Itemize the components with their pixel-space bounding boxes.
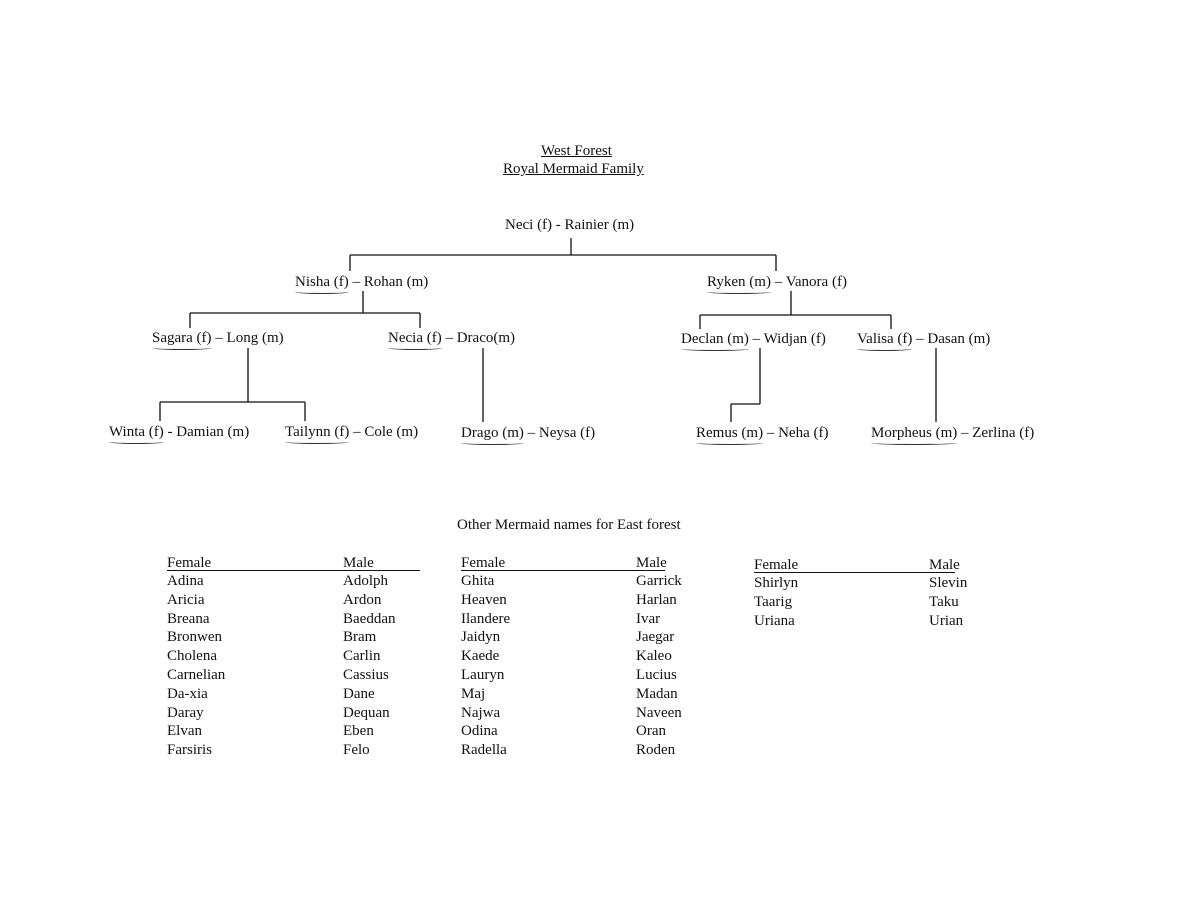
bloodline-name: Nisha (f) xyxy=(295,274,349,294)
male-name-item: Urian xyxy=(929,612,964,629)
male-column-header: Male xyxy=(636,555,667,571)
female-name-item: Radella xyxy=(461,742,507,759)
female-name-item: Bronwen xyxy=(167,629,222,646)
male-name-item: Adolph xyxy=(343,573,388,589)
male-name-item: Dequan xyxy=(343,704,390,721)
document-title-line1: West Forest xyxy=(541,143,612,159)
male-name-item: Jaegar xyxy=(636,629,675,646)
female-name-item: Odina xyxy=(461,723,498,740)
tree-root-couple: Neci (f) - Rainier (m) xyxy=(505,217,635,233)
female-name-item: Farsiris xyxy=(167,742,212,759)
bloodline-name: Drago (m) xyxy=(461,425,524,445)
female-column-header: Female xyxy=(461,555,506,571)
female-name-item: Cholena xyxy=(167,648,217,665)
female-column-header: Female xyxy=(167,555,212,571)
male-name-item: Oran xyxy=(636,723,666,740)
bloodline-name: Remus (m) xyxy=(696,425,764,445)
male-name-item: Naveen xyxy=(636,704,682,721)
tree-couple-remus-neha: Remus (m) – Neha (f) xyxy=(696,424,828,445)
female-name-item: Da-xia xyxy=(167,685,208,702)
male-name-item: Carlin xyxy=(343,648,381,665)
male-name-item: Eben xyxy=(343,723,374,740)
female-name-item: Taarig xyxy=(754,593,793,610)
male-name-item: Garrick xyxy=(636,573,682,589)
female-name-item: Aricia xyxy=(167,591,205,608)
male-name-item: Dane xyxy=(343,685,375,702)
male-name-item: Bram xyxy=(343,629,377,646)
male-column-header: Male xyxy=(343,555,374,571)
bloodline-name: Sagara (f) xyxy=(152,330,212,350)
tree-couple-valisa-dasan: Valisa (f) – Dasan (m) xyxy=(857,330,990,351)
male-name-item: Baeddan xyxy=(343,610,396,627)
female-name-item: Uriana xyxy=(754,612,795,629)
male-name-item: Ivar xyxy=(636,610,661,627)
male-name-item: Cassius xyxy=(343,667,389,683)
document-title-line2: Royal Mermaid Family xyxy=(503,161,644,177)
tree-couple-winta-damian: Winta (f) - Damian (m) xyxy=(109,423,249,444)
female-name-item: Maj xyxy=(461,685,486,702)
male-name-item: Felo xyxy=(343,742,370,759)
female-name-item: Carnelian xyxy=(167,667,226,683)
male-name-item: Kaleo xyxy=(636,648,672,665)
names-section-heading: Other Mermaid names for East forest xyxy=(457,517,681,533)
tree-couple-morpheus-zerlina: Morpheus (m) – Zerlina (f) xyxy=(871,424,1034,445)
bloodline-name: Ryken (m) xyxy=(707,274,771,294)
tree-couple-ryken-vanora: Ryken (m) – Vanora (f) xyxy=(707,273,847,294)
female-name-item: Shirlyn xyxy=(754,575,799,591)
bloodline-name: Winta (f) xyxy=(109,424,164,444)
male-name-item: Harlan xyxy=(636,591,677,608)
tree-couple-necia-draco: Necia (f) – Draco(m) xyxy=(388,329,515,350)
female-name-item: Kaede xyxy=(461,648,500,665)
column-header-underline xyxy=(461,570,665,571)
column-header-underline xyxy=(167,570,420,571)
female-name-item: Elvan xyxy=(167,723,202,740)
female-name-item: Daray xyxy=(167,704,204,721)
tree-couple-drago-neysa: Drago (m) – Neysa (f) xyxy=(461,424,595,445)
female-name-item: Najwa xyxy=(461,704,501,721)
female-name-item: Breana xyxy=(167,610,210,627)
male-name-item: Taku xyxy=(929,593,959,610)
male-name-item: Madan xyxy=(636,685,678,702)
male-name-item: Ardon xyxy=(343,591,382,608)
male-name-item: Lucius xyxy=(636,667,677,683)
male-name-item: Slevin xyxy=(929,575,968,591)
female-name-item: Ghita xyxy=(461,573,495,589)
male-name-item: Roden xyxy=(636,742,676,759)
tree-couple-tailynn-cole: Tailynn (f) – Cole (m) xyxy=(285,423,418,444)
male-column-header: Male xyxy=(929,557,960,573)
female-name-item: Heaven xyxy=(461,591,507,608)
tree-couple-sagara-long: Sagara (f) – Long (m) xyxy=(152,329,284,350)
female-column-header: Female xyxy=(754,557,799,573)
female-name-item: Ilandere xyxy=(461,610,511,627)
bloodline-name: Necia (f) xyxy=(388,330,442,350)
bloodline-name: Tailynn (f) xyxy=(285,424,350,444)
female-name-item: Lauryn xyxy=(461,667,505,683)
bloodline-name: Morpheus (m) xyxy=(871,425,958,445)
tree-couple-nisha-rohan: Nisha (f) – Rohan (m) xyxy=(295,273,428,294)
female-name-item: Adina xyxy=(167,573,204,589)
female-name-item: Jaidyn xyxy=(461,629,501,646)
bloodline-name: Valisa (f) xyxy=(857,331,913,351)
column-header-underline xyxy=(754,572,955,573)
tree-couple-declan-widjan: Declan (m) – Widjan (f) xyxy=(681,330,826,351)
bloodline-name: Declan (m) xyxy=(681,331,749,351)
